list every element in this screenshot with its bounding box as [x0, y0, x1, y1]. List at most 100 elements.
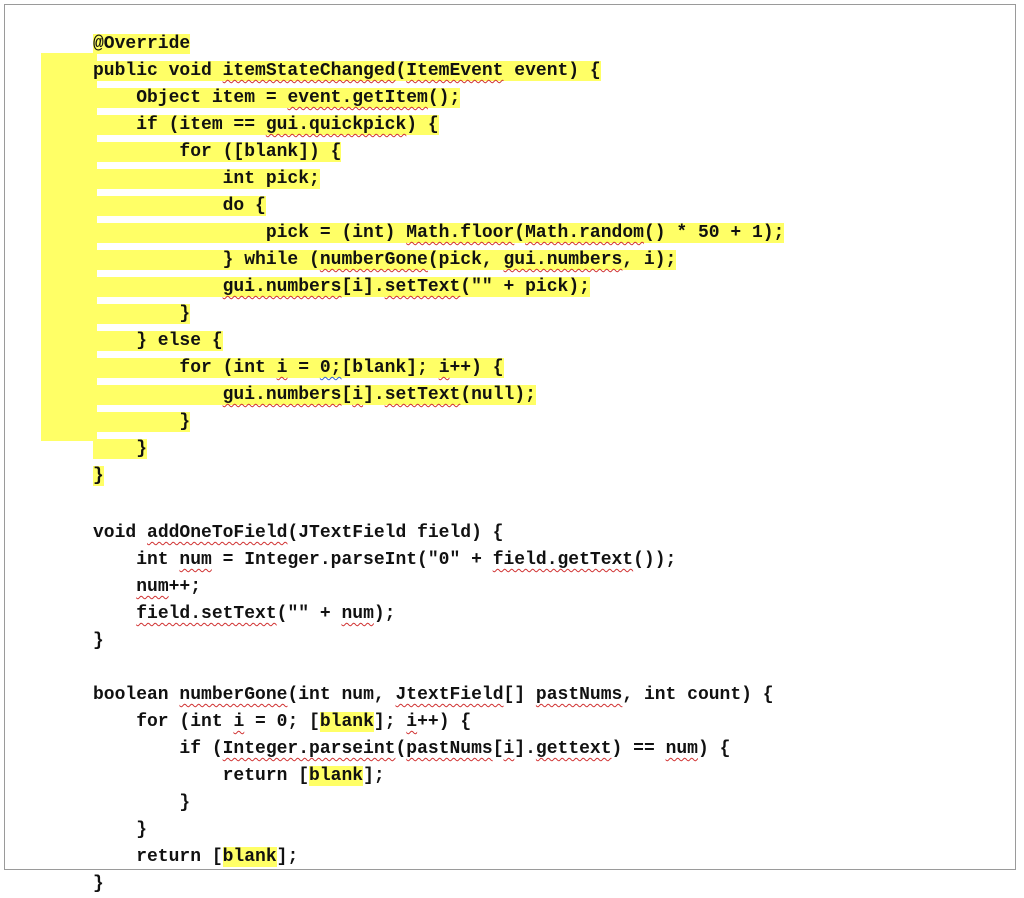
code-token: int [93, 550, 180, 570]
code-line: pick = (int) Math.floor(Math.random() * … [93, 220, 785, 247]
code-token: [ [492, 739, 504, 759]
code-token: (int num, [287, 685, 396, 705]
code-token: numberGone [179, 685, 288, 705]
code-line: } [93, 436, 784, 463]
code-token: } [93, 439, 148, 459]
code-token: return [ [93, 766, 310, 786]
code-token: ]; [276, 847, 299, 867]
code-token: ("" + pick); [460, 277, 590, 297]
code-token: (pick, [427, 250, 504, 270]
code-token [93, 577, 136, 597]
code-token: num [179, 550, 212, 570]
code-token: ( [395, 61, 407, 81]
code-token: void [93, 523, 148, 543]
code-token: for ([blank]) { [93, 142, 342, 162]
code-token: num [136, 577, 169, 597]
code-token: ++; [168, 577, 202, 597]
code-token: blank [222, 847, 277, 867]
code-token: ) == [611, 739, 666, 759]
code-token: (); [427, 88, 461, 108]
code-token: @Override [93, 34, 191, 54]
document-page: @Override public void itemStateChanged(It… [4, 4, 1016, 894]
code-token: } [93, 304, 191, 324]
code-token: [] [503, 685, 536, 705]
code-line: } [93, 628, 774, 655]
code-token: , int count) { [622, 685, 774, 705]
code-token: field.setText [136, 604, 277, 624]
code-token: setText [384, 277, 461, 297]
code-line: Object item = event.getItem(); [93, 85, 784, 112]
code-token: [blank]; [341, 358, 439, 378]
code-token: ("" + [276, 604, 342, 624]
code-token: Object item = [93, 88, 288, 108]
code-line: if (item == gui.quickpick) { [93, 112, 784, 139]
code-token: boolean [93, 685, 180, 705]
code-line: } [93, 301, 784, 328]
code-line [93, 655, 774, 682]
code-token: return [ [93, 847, 223, 867]
code-token: JtextField [395, 685, 504, 705]
code-line: return [blank]; [93, 844, 774, 871]
code-token: setText [384, 385, 461, 405]
code-token: 0; [319, 358, 342, 378]
code-token: num [341, 604, 374, 624]
code-token: } [93, 412, 191, 432]
code-token: i [276, 358, 288, 378]
code-block-itemstatechanged: @Override public void itemStateChanged(It… [93, 31, 785, 490]
code-token: pastNums [406, 739, 493, 759]
code-token: for (int [93, 712, 234, 732]
code-token: i [352, 385, 364, 405]
code-line: } [93, 463, 784, 490]
code-token: num [665, 739, 698, 759]
code-token: } [93, 631, 104, 651]
code-line: return [blank]; [93, 763, 774, 790]
code-token: i [503, 739, 515, 759]
code-line: num++; [93, 574, 774, 601]
code-token: = 0; [ [244, 712, 320, 732]
code-token: , i); [622, 250, 677, 270]
code-token: ); [373, 604, 396, 624]
code-token: } while ( [93, 250, 320, 270]
code-line: } [93, 817, 774, 844]
code-line: for (int i = 0;[blank]; i++) { [93, 355, 784, 382]
code-line: } [93, 790, 774, 817]
code-token: (JTextField field) { [287, 523, 504, 543]
code-token: public void [93, 61, 223, 81]
code-token: = Integer.parseInt("0" + [211, 550, 493, 570]
code-token: pastNums [535, 685, 623, 705]
code-token: int pick; [93, 169, 320, 189]
code-token: ]; [363, 766, 385, 786]
code-token: } [93, 466, 104, 486]
code-token: ]. [363, 385, 385, 405]
code-line: field.setText("" + num); [93, 601, 774, 628]
code-token: gui.numbers [222, 385, 342, 405]
code-line: public void itemStateChanged(ItemEvent e… [93, 58, 784, 85]
code-token: Math.random [525, 223, 644, 243]
code-token: ) { [406, 115, 439, 135]
code-line: boolean numberGone(int num, JtextField[]… [93, 682, 774, 709]
code-token: field.getText [492, 550, 634, 570]
code-token [93, 277, 223, 297]
code-token: pick = (int) [93, 223, 407, 243]
code-token: gui.numbers [222, 277, 342, 297]
code-token: numberGone [319, 250, 428, 270]
code-token: (null); [460, 385, 536, 405]
code-token: addOneToField [147, 523, 288, 543]
code-token: Math.floor [406, 223, 515, 243]
code-line: gui.numbers[i].setText(null); [93, 382, 784, 409]
code-token [93, 385, 223, 405]
code-line: if (Integer.parseint(pastNums[i].gettext… [93, 736, 774, 763]
code-token: } [93, 820, 148, 840]
code-line: } [93, 871, 774, 898]
code-line: do { [93, 193, 784, 220]
code-line: } while (numberGone(pick, gui.numbers, i… [93, 247, 784, 274]
code-token: blank [309, 766, 364, 786]
code-token: gui.quickpick [265, 115, 407, 135]
code-token: ]. [514, 739, 536, 759]
code-token: i [233, 712, 245, 732]
code-block-helpers: void addOneToField(JTextField field) { i… [93, 520, 774, 898]
code-token: for (int [93, 358, 277, 378]
code-token: ()); [633, 550, 677, 570]
code-token: if ( [93, 739, 223, 759]
code-token: ++) { [417, 712, 472, 732]
